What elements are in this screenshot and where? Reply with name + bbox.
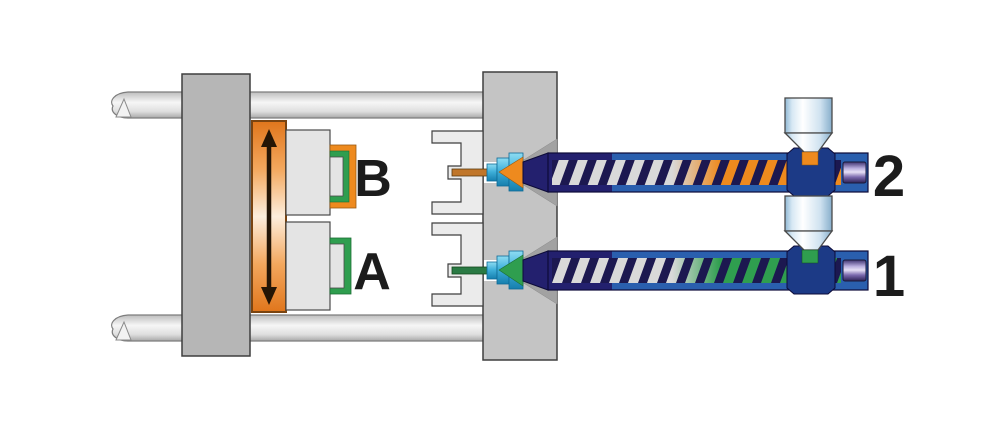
tie-bar-bottom: [111, 314, 493, 342]
injection-unit-1: 1: [451, 195, 905, 309]
label-mold-b: B: [354, 150, 392, 208]
barrel-outline-2: [547, 152, 869, 193]
sprue-1: [451, 266, 493, 275]
label-unit-1: 1: [873, 244, 905, 309]
injection-unit-2: 2: [451, 97, 905, 209]
hopper-2: [783, 97, 834, 153]
barrel-outline-1: [547, 250, 869, 291]
barrel-end-cap-2: [842, 161, 867, 184]
mold-a-block: [285, 221, 331, 311]
sprue-2: [451, 168, 493, 177]
tie-bar-bottom-break-mark: [115, 320, 132, 341]
feed-material-1: [801, 249, 819, 264]
tie-bar-top: [111, 91, 493, 119]
hopper-1: [783, 195, 834, 251]
mold-half-a: A: [285, 221, 391, 311]
barrel-end-cap-1: [842, 259, 867, 282]
feed-material-2: [801, 151, 819, 166]
rotation-arrow: [261, 129, 277, 305]
mold-half-b: B: [285, 129, 392, 216]
stationary-mold-bottom: [431, 222, 484, 307]
fixed-platen: [482, 71, 558, 361]
label-mold-a: A: [353, 243, 391, 301]
mold-b-core-tab: [329, 156, 344, 197]
mold-a-core-tab: [329, 243, 345, 289]
clamping-unit: B A: [111, 73, 493, 357]
mold-b-block: [285, 129, 331, 216]
tie-bar-top-break-mark: [115, 97, 132, 118]
moving-platen: [181, 73, 251, 357]
label-unit-2: 2: [873, 144, 905, 209]
